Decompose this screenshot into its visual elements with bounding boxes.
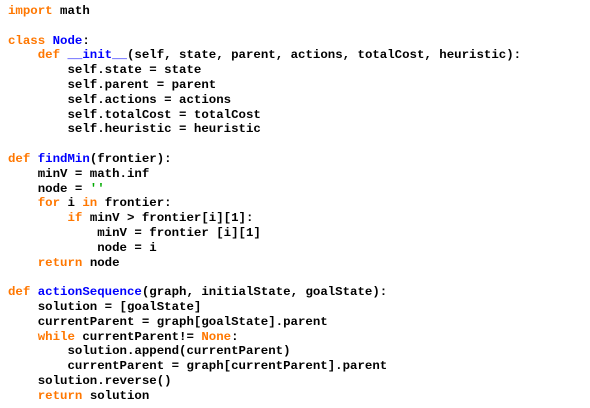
- code-line: solution.append(currentParent): [8, 344, 588, 359]
- code-token-plain: self.heuristic = heuristic: [8, 122, 261, 137]
- code-token-plain: math: [52, 4, 90, 18]
- code-token-plain: [8, 48, 38, 62]
- code-token-plain: node: [89, 255, 120, 270]
- code-token-plain: [8, 196, 38, 210]
- code-line: self.state = state: [8, 63, 588, 78]
- code-token-plain: self.totalCost = totalCost: [8, 107, 261, 122]
- code-token-plain: currentParent = graph[goalState].parent: [8, 314, 328, 329]
- code-token-kw: while: [37, 329, 83, 344]
- code-token-plain: solution: [89, 388, 150, 403]
- code-token-plain: [8, 211, 68, 225]
- code-line: minV = math.inf: [8, 167, 588, 182]
- code-token-fn: __init__: [67, 48, 128, 63]
- code-line: return solution: [8, 389, 588, 404]
- code-token-plain: (graph, initialState, goalState):: [141, 285, 388, 300]
- code-line: return node: [8, 256, 588, 271]
- code-token-plain: self.parent = parent: [8, 77, 217, 92]
- code-block: import math class Node: def __init__(self…: [8, 0, 588, 404]
- code-line: def __init__(self, state, parent, action…: [8, 48, 588, 63]
- code-token-plain: :: [231, 329, 239, 344]
- code-token-plain: node = i: [8, 240, 157, 255]
- code-line: while currentParent!= None:: [8, 330, 588, 345]
- code-line: self.actions = actions: [8, 93, 588, 108]
- code-line: currentParent = graph[goalState].parent: [8, 315, 588, 330]
- code-token-kw: return: [37, 388, 90, 403]
- code-token-kw: def: [8, 151, 38, 166]
- code-token-kw: class: [8, 33, 53, 48]
- code-token-plain: minV = math.inf: [8, 166, 150, 181]
- code-token-plain: [8, 330, 38, 344]
- code-token-kw: def: [8, 285, 38, 300]
- code-token-str: '': [89, 181, 105, 196]
- code-token-plain: solution = [goalState]: [8, 299, 202, 314]
- code-token-kw: def: [37, 48, 68, 63]
- code-token-kw: return: [37, 255, 90, 270]
- code-token-kw: None: [201, 329, 232, 344]
- code-line: minV = frontier [i][1]: [8, 226, 588, 241]
- code-line: currentParent = graph[currentParent].par…: [8, 359, 588, 374]
- code-token-plain: minV = frontier [i][1]: [8, 225, 261, 240]
- code-token-kw: import: [8, 4, 53, 18]
- code-line: node = i: [8, 241, 588, 256]
- code-line: def findMin(frontier):: [8, 152, 588, 167]
- code-line: [8, 137, 588, 152]
- code-token-plain: (self, state, parent, actions, totalCost…: [127, 48, 522, 63]
- code-token-kw: for: [37, 196, 68, 211]
- code-token-plain: minV > frontier[i][1]:: [89, 211, 254, 226]
- code-token-plain: :: [82, 33, 90, 48]
- code-token-kw: if: [67, 211, 90, 226]
- code-line: class Node:: [8, 34, 588, 49]
- code-line: [8, 19, 588, 34]
- code-token-plain: (frontier):: [89, 151, 172, 166]
- code-token-kw: in: [82, 196, 105, 211]
- code-line: self.totalCost = totalCost: [8, 108, 588, 123]
- code-token-plain: currentParent = graph[currentParent].par…: [8, 359, 388, 374]
- code-token-plain: currentParent!=: [82, 329, 202, 344]
- code-editor[interactable]: import math class Node: def __init__(self…: [8, 0, 588, 408]
- code-token-fn: actionSequence: [37, 285, 142, 300]
- code-token-plain: i: [67, 196, 83, 211]
- code-token-plain: [8, 256, 38, 270]
- code-token-plain: node =: [8, 181, 90, 196]
- code-line: for i in frontier:: [8, 196, 588, 211]
- code-line: [8, 270, 588, 285]
- code-line: solution = [goalState]: [8, 300, 588, 315]
- code-token-plain: solution.append(currentParent): [8, 344, 291, 359]
- code-line: self.heuristic = heuristic: [8, 122, 588, 137]
- code-line: solution.reverse(): [8, 374, 588, 389]
- code-token-plain: self.actions = actions: [8, 92, 232, 107]
- code-line: node = '': [8, 182, 588, 197]
- code-token-fn: findMin: [37, 151, 90, 166]
- code-line: import math: [8, 4, 588, 19]
- code-token-fn: Node: [52, 33, 83, 48]
- code-line: if minV > frontier[i][1]:: [8, 211, 588, 226]
- code-token-plain: self.state = state: [8, 63, 202, 78]
- code-token-plain: solution.reverse(): [8, 373, 172, 388]
- code-line: self.parent = parent: [8, 78, 588, 93]
- code-token-plain: frontier:: [104, 196, 172, 211]
- code-token-plain: [8, 389, 38, 403]
- code-line: def actionSequence(graph, initialState, …: [8, 285, 588, 300]
